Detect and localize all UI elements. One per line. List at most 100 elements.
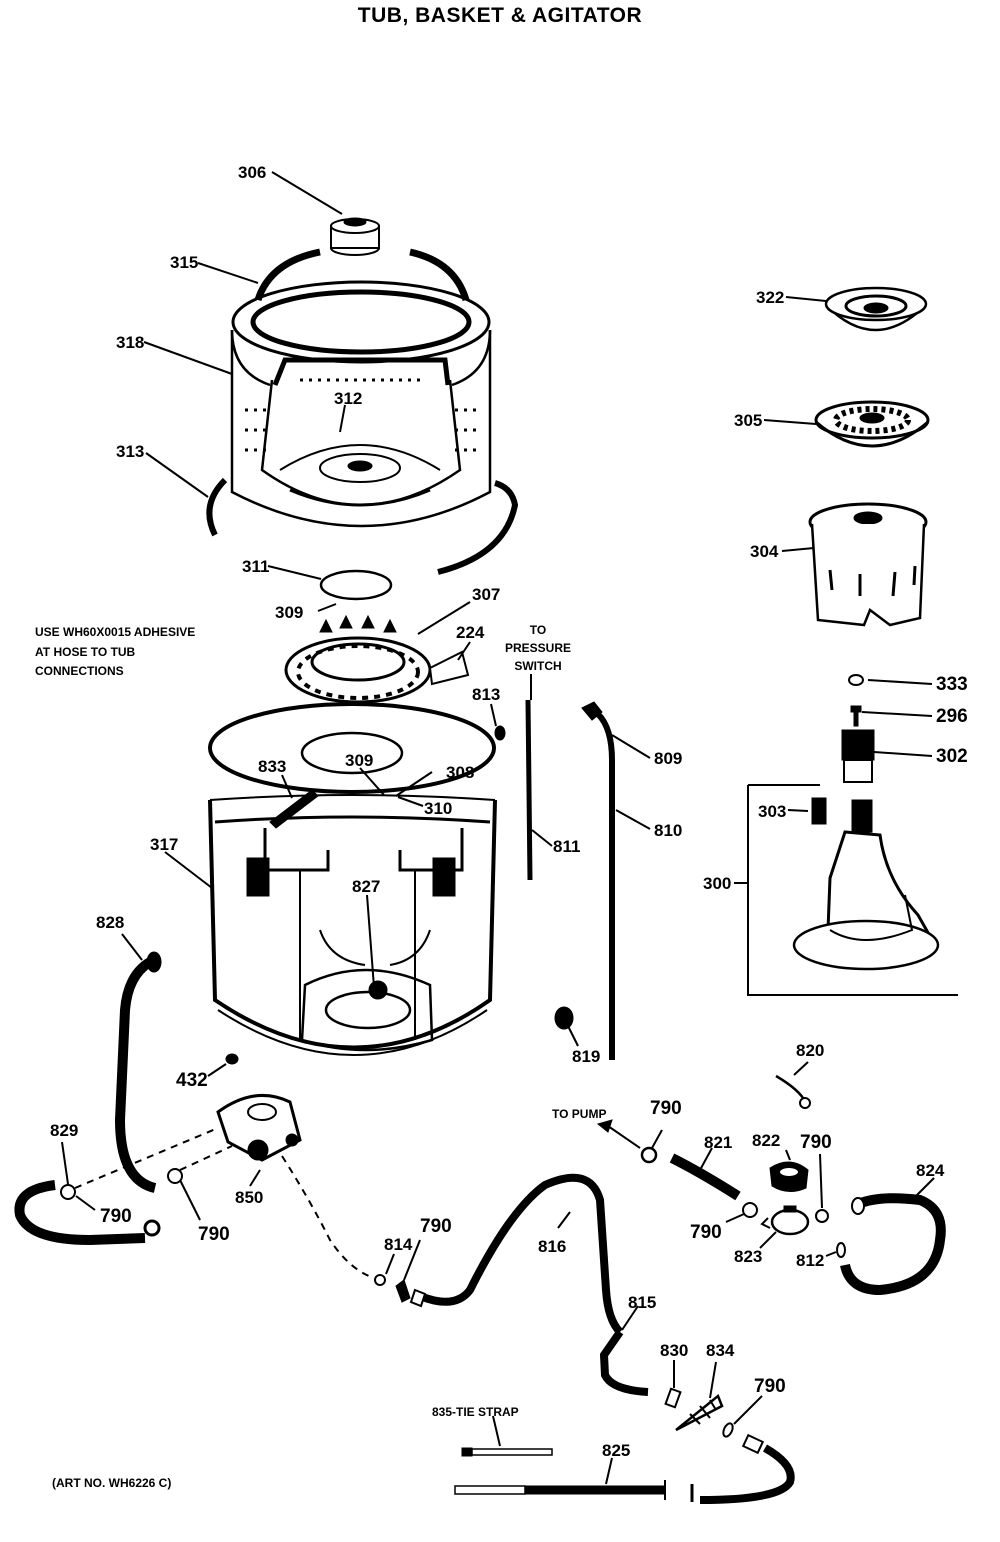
label-300: 300: [703, 874, 731, 893]
seal-432: [225, 1053, 239, 1065]
label-303: 303: [758, 802, 786, 821]
label-309-tub: 309: [345, 751, 373, 770]
outer-tub-317: [208, 702, 497, 1056]
label-811: 811: [553, 837, 580, 856]
pressure-switch-note: TO PRESSURE SWITCH: [505, 623, 571, 673]
label-432: 432: [176, 1070, 208, 1091]
label-305: 305: [734, 411, 762, 430]
label-834: 834: [706, 1341, 735, 1360]
label-296: 296: [936, 706, 968, 727]
basket-318: [230, 280, 492, 528]
adhesive-note-line-1: USE WH60X0015 ADHESIVE: [35, 625, 195, 639]
pressure-note-line-2: PRESSURE: [505, 641, 571, 655]
label-813: 813: [472, 685, 500, 704]
hose-810: [581, 701, 615, 1060]
grommet-819: [554, 1006, 574, 1030]
hose-821: [669, 1153, 758, 1218]
clamp-814: [374, 1274, 411, 1303]
part-823: [760, 1205, 810, 1236]
pressure-note-line-1: TO: [530, 623, 546, 637]
hose-828: [114, 951, 162, 1193]
label-317: 317: [150, 835, 178, 854]
clamps-790-left: [60, 1168, 183, 1200]
tie-strap-835: [461, 1447, 553, 1457]
agitator-box-300: [747, 784, 958, 996]
label-790-upper-right: 790: [800, 1132, 832, 1153]
label-310: 310: [424, 799, 452, 818]
label-850: 850: [235, 1188, 263, 1207]
adhesive-note: USE WH60X0015 ADHESIVE AT HOSE TO TUB CO…: [35, 625, 195, 678]
label-816: 816: [538, 1237, 566, 1256]
label-790-tail: 790: [754, 1376, 786, 1397]
tie-strap-note: 835-TIE STRAP: [432, 1405, 519, 1419]
bracket-224: [428, 650, 470, 686]
part-812: [836, 1242, 846, 1258]
inlet-833: [269, 789, 319, 829]
label-312: 312: [334, 389, 362, 408]
page-title: TUB, BASKET & AGITATOR: [357, 4, 643, 27]
part-302: [841, 729, 875, 783]
hose-811: [525, 699, 533, 881]
fabric-softener-305: [814, 400, 930, 448]
label-309-ring: 309: [275, 603, 303, 622]
label-830: 830: [660, 1341, 688, 1360]
label-810: 810: [654, 821, 682, 840]
label-311: 311: [242, 557, 269, 576]
label-829: 829: [50, 1121, 78, 1140]
label-825: 825: [602, 1441, 630, 1460]
label-318: 318: [116, 333, 144, 352]
hose-829: [14, 1180, 161, 1246]
hose-824: [840, 1193, 946, 1296]
label-821: 821: [704, 1133, 732, 1152]
nut-813: [494, 725, 506, 741]
label-827: 827: [352, 877, 380, 896]
label-306: 306: [238, 163, 266, 182]
art-number: (ART NO. WH6226 C): [52, 1476, 171, 1490]
label-790-lower-right: 790: [690, 1222, 722, 1243]
label-224: 224: [456, 623, 485, 642]
label-819: 819: [572, 1047, 600, 1066]
leader-lines: [61, 171, 935, 1485]
label-822: 822: [752, 1131, 780, 1150]
label-322: 322: [756, 288, 784, 307]
parts-830-834: [664, 1387, 734, 1438]
label-814: 814: [384, 1235, 413, 1254]
label-815: 815: [628, 1293, 656, 1312]
label-790-bottom: 790: [420, 1216, 452, 1237]
valve-822: [769, 1161, 809, 1192]
ring-311: [319, 569, 393, 601]
clip-820: [775, 1074, 811, 1109]
label-790-pump: 790: [650, 1098, 682, 1119]
label-823: 823: [734, 1247, 762, 1266]
label-790-left: 790: [100, 1206, 132, 1227]
adhesive-note-line-2: AT HOSE TO TUB: [35, 645, 136, 659]
label-820: 820: [796, 1041, 824, 1060]
label-308: 308: [446, 763, 474, 782]
part-333: [848, 674, 864, 686]
hose-816-815: [409, 1173, 649, 1396]
agitator-top-304: [808, 502, 928, 627]
hose-315: [254, 248, 470, 302]
part-labels: 306 315 318 312 313 311 309 307 224 813 …: [50, 163, 968, 1460]
cap-322: [824, 286, 928, 332]
hose-313: [206, 477, 519, 575]
label-304: 304: [750, 542, 779, 561]
label-809: 809: [654, 749, 682, 768]
part-296: [850, 705, 862, 727]
label-313: 313: [116, 442, 144, 461]
drain-tube-825: [454, 1480, 666, 1500]
to-pump-note: TO PUMP: [552, 1107, 606, 1121]
clamp-790-right: [815, 1209, 829, 1223]
label-824: 824: [916, 1161, 945, 1180]
label-333: 333: [936, 674, 968, 695]
dashed-connections: [74, 1127, 375, 1279]
label-833: 833: [258, 757, 286, 776]
label-302: 302: [936, 746, 968, 767]
label-812: 812: [796, 1251, 824, 1270]
label-315: 315: [170, 253, 198, 272]
label-307: 307: [472, 585, 500, 604]
pump-850: [216, 1094, 302, 1162]
pressure-note-line-3: SWITCH: [514, 659, 561, 673]
drain-hose-end: [690, 1433, 795, 1504]
